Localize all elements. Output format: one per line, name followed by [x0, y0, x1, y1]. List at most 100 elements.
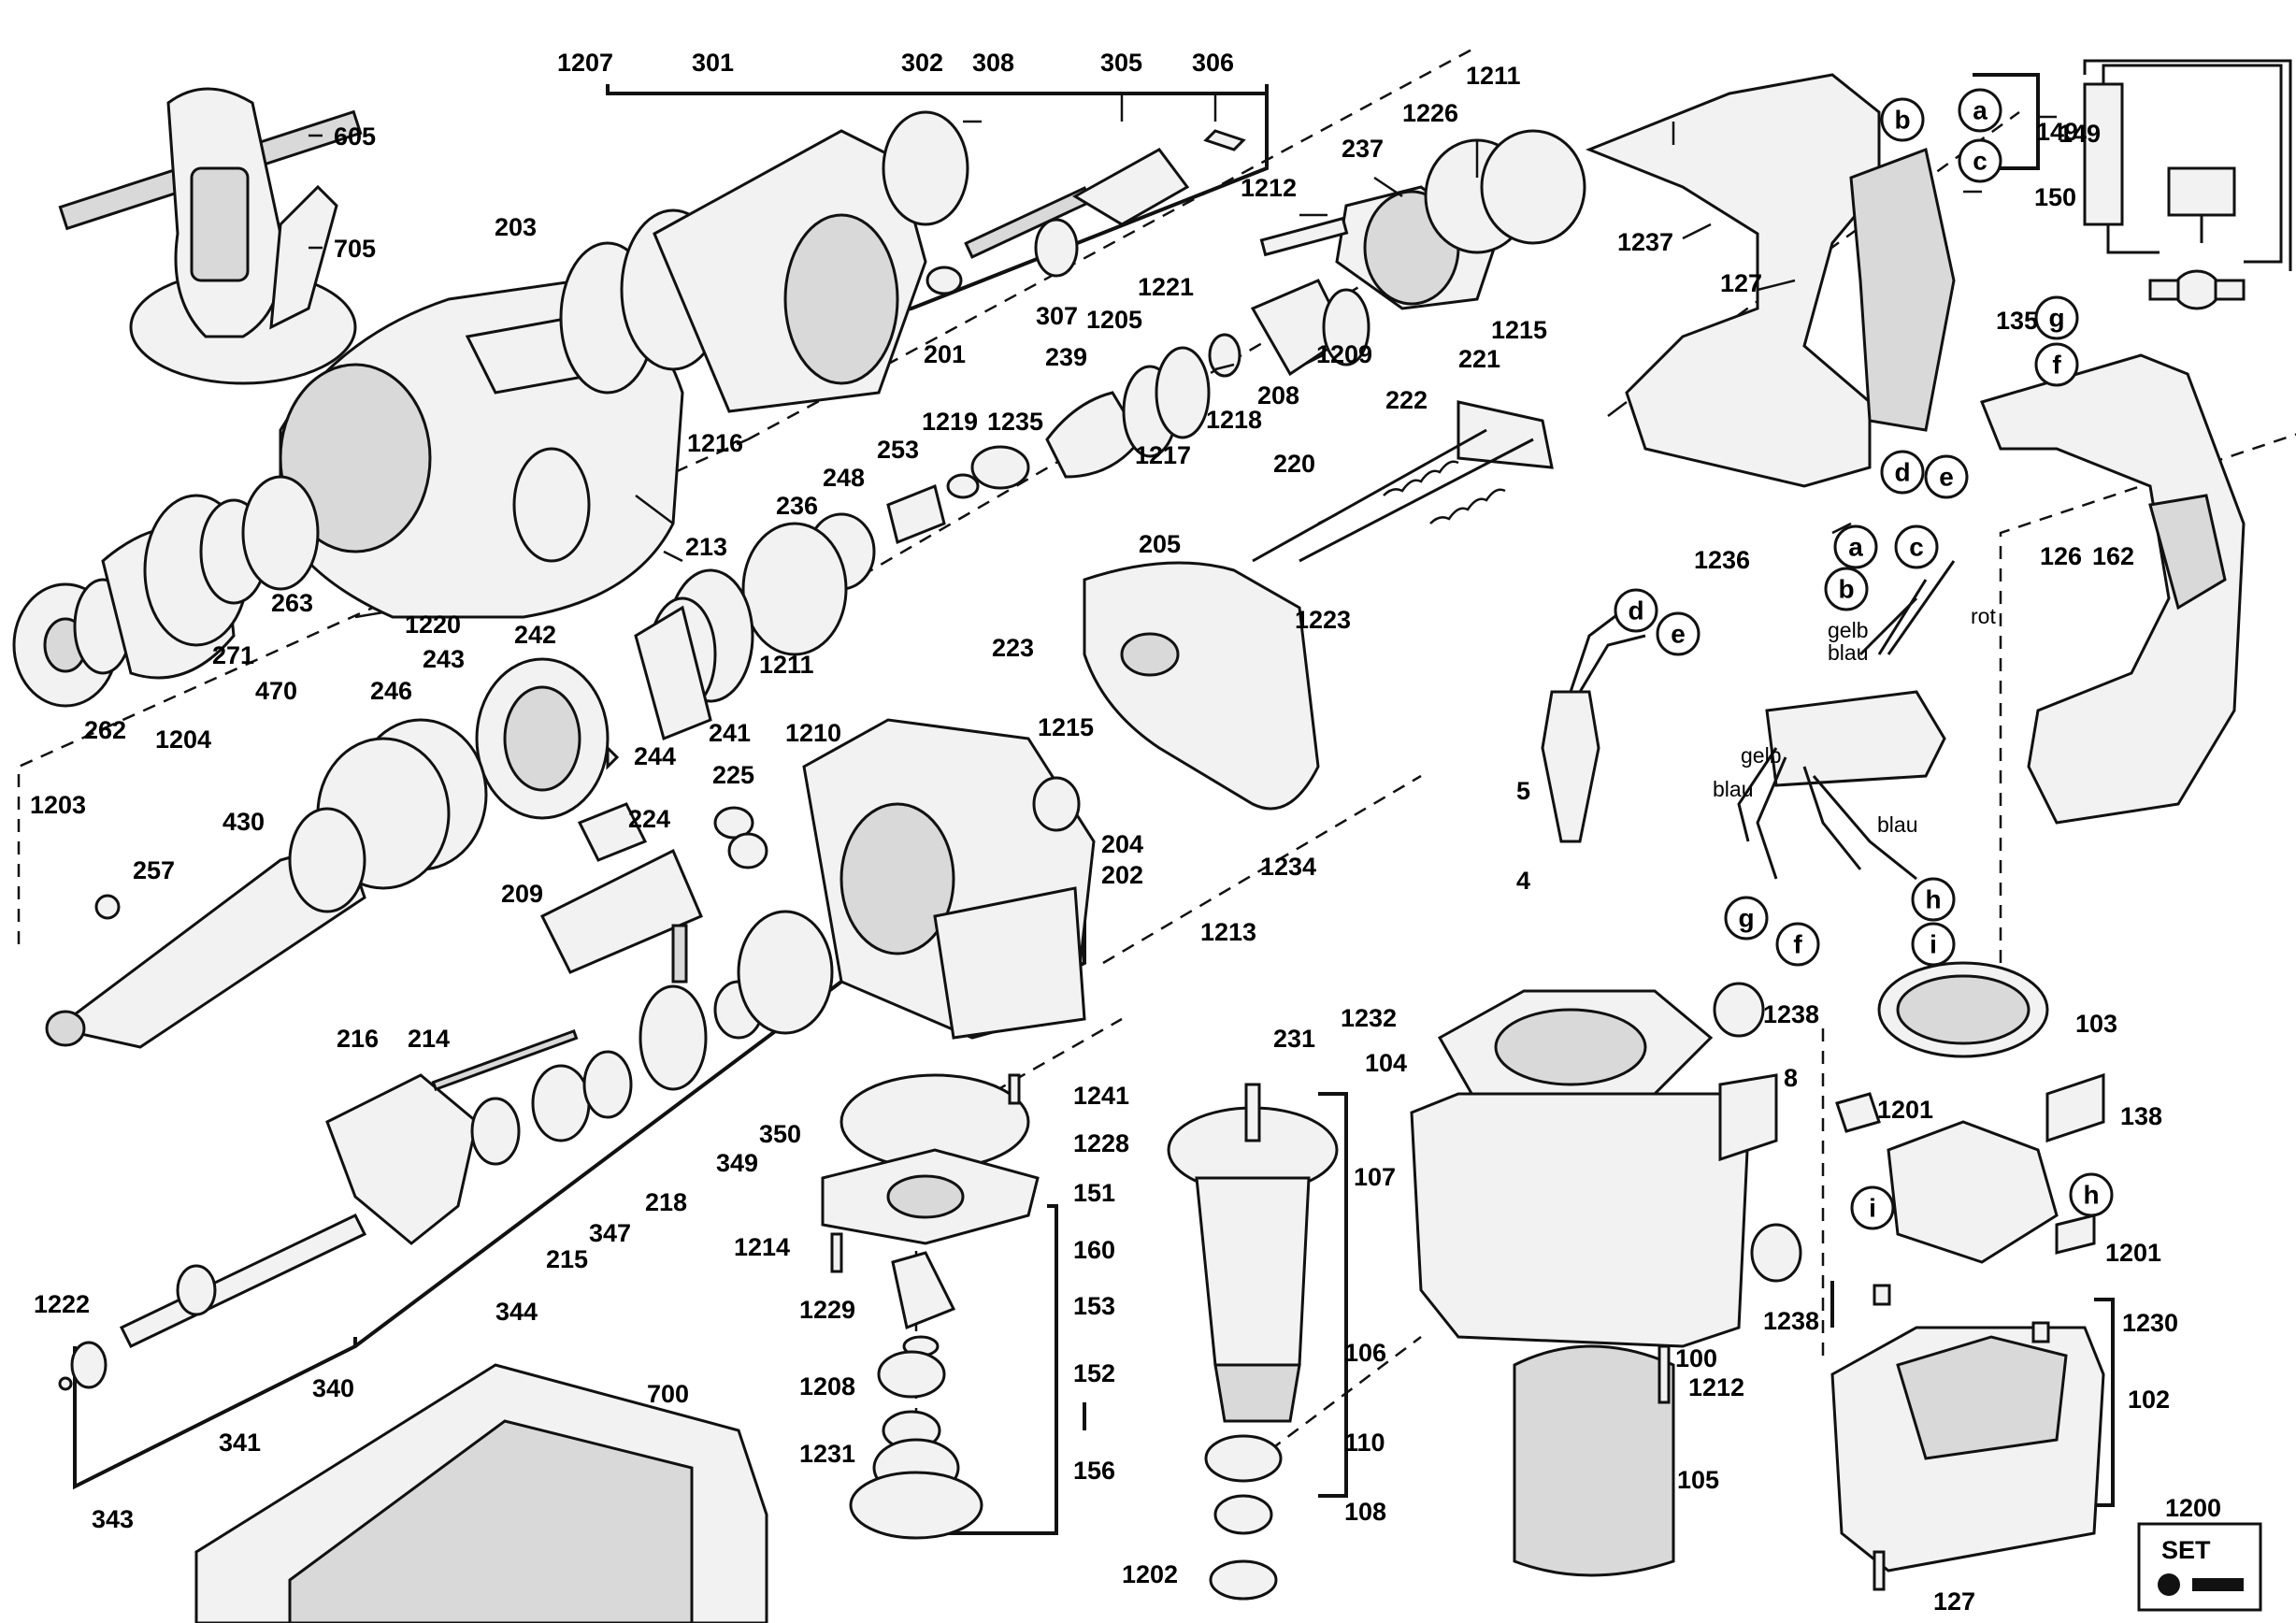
part-label: 8: [1784, 1064, 1798, 1092]
part-label: 1200: [2165, 1494, 2221, 1522]
part-label: 220: [1273, 450, 1315, 478]
part-label: 306: [1192, 49, 1234, 77]
part-label: 104: [1365, 1049, 1407, 1077]
part-label: 203: [495, 213, 537, 241]
part-label: 4: [1516, 867, 1530, 895]
part-label: 1228: [1073, 1129, 1129, 1157]
part-label: 127: [1933, 1587, 1975, 1616]
intermediate-housing: [802, 718, 1096, 1040]
wire-label-blau-left: blau: [1713, 777, 1753, 801]
terminal-h-brush: h: [2083, 1181, 2099, 1210]
part-label: 152: [1073, 1359, 1115, 1387]
spindle-parts: [634, 279, 1370, 741]
wire-label-rot: rot: [1971, 604, 1996, 628]
drive-shaft: [58, 1214, 367, 1391]
part-label: 1236: [1694, 546, 1750, 574]
part-label: 215: [546, 1245, 588, 1273]
part-label: 1230: [2122, 1309, 2178, 1337]
part-label: 223: [992, 634, 1034, 662]
part-label: 305: [1100, 49, 1142, 77]
part-label: 1201: [2105, 1239, 2161, 1267]
part-label: 1241: [1073, 1082, 1129, 1110]
part-label: 1220: [405, 610, 461, 639]
terminal-f-bottom: f: [1793, 930, 1802, 959]
terminal-c-top: c: [1973, 147, 1987, 176]
terminal-f-top: f: [2052, 351, 2061, 380]
part-label: 1218: [1206, 406, 1262, 434]
part-label: 271: [212, 641, 254, 669]
terminal-b-top: b: [1894, 106, 1910, 135]
part-label: 1238: [1763, 1000, 1819, 1028]
crank-shaft-parts: [325, 910, 834, 1245]
part-label: 1234: [1260, 853, 1316, 881]
part-label: 700: [647, 1380, 689, 1408]
part-label: 257: [133, 856, 175, 884]
part-label: 149: [2036, 118, 2078, 146]
part-label: 1229: [799, 1296, 855, 1324]
part-label: 127: [1720, 269, 1762, 297]
motor-cover: [1830, 1284, 2105, 1591]
terminal-g-top: g: [2048, 304, 2064, 333]
part-label: 231: [1273, 1025, 1315, 1053]
part-label: 1207: [557, 49, 613, 77]
part-label: 1212: [1241, 174, 1297, 202]
side-handle-assembly: [58, 87, 363, 385]
part-label: 1204: [155, 725, 211, 754]
part-label: 1217: [1135, 441, 1191, 469]
part-label: 105: [1677, 1466, 1719, 1494]
part-label: 1219: [922, 408, 978, 436]
part-label: 244: [634, 742, 676, 770]
bearing-flange-lower: [821, 1073, 1040, 1540]
set-badge-label: SET: [2161, 1536, 2211, 1564]
part-label: 205: [1139, 530, 1181, 558]
terminal-d-top: d: [1894, 458, 1910, 487]
spring-rods: [1252, 400, 1554, 563]
part-label: 138: [2120, 1102, 2162, 1130]
terminal-c-mid: c: [1909, 533, 1924, 562]
part-label: 340: [312, 1374, 354, 1402]
terminal-letters: b a c g f d e a c b d e g f h i i h: [1614, 88, 2114, 1230]
part-label: 156: [1073, 1457, 1115, 1485]
part-label: 126: [2040, 542, 2082, 570]
gear-and-piston: [45, 657, 610, 1049]
part-label: 222: [1385, 386, 1428, 414]
part-label: 1210: [785, 719, 841, 747]
part-label: 349: [716, 1149, 758, 1177]
part-label: 202: [1101, 861, 1143, 889]
part-label: 107: [1354, 1163, 1396, 1191]
armature: [1167, 1083, 1339, 1601]
part-label: 430: [222, 808, 265, 836]
part-label: 1215: [1038, 713, 1094, 741]
part-label: 201: [924, 340, 966, 368]
part-label: 1203: [30, 791, 86, 819]
part-label: 242: [514, 621, 556, 649]
part-label: 5: [1516, 777, 1530, 805]
terminal-a-mid: a: [1848, 533, 1863, 562]
part-label: 1215: [1491, 316, 1547, 344]
part-label: 307: [1036, 302, 1078, 330]
part-labels: 1207 301 302 308 305 306 605 705 203 121…: [30, 49, 2221, 1616]
part-label: 108: [1344, 1498, 1386, 1526]
cable-sleeve: [1541, 606, 1646, 843]
wire-label-blau-right: blau: [1877, 812, 1917, 837]
hammer-tube-assembly: [559, 110, 1246, 413]
part-label: 1214: [734, 1233, 790, 1261]
part-label: 1208: [799, 1372, 855, 1400]
part-label: 347: [589, 1219, 631, 1247]
part-label: 301: [692, 49, 734, 77]
part-label: 1201: [1877, 1096, 1933, 1124]
part-label: 110: [1344, 1429, 1385, 1457]
part-label: 162: [2092, 542, 2134, 570]
front-sleeves: [12, 475, 320, 708]
part-label: 151: [1073, 1179, 1115, 1207]
brush-plate: [1835, 961, 2105, 1264]
part-label: 204: [1101, 830, 1143, 858]
part-label: 106: [1344, 1339, 1386, 1367]
part-label: 1209: [1316, 340, 1372, 368]
part-label: 1222: [34, 1290, 90, 1318]
part-label: 1202: [1122, 1560, 1178, 1588]
part-label: 224: [628, 805, 670, 833]
part-label: 1221: [1138, 273, 1194, 301]
switch-wiring: [1737, 560, 1956, 881]
